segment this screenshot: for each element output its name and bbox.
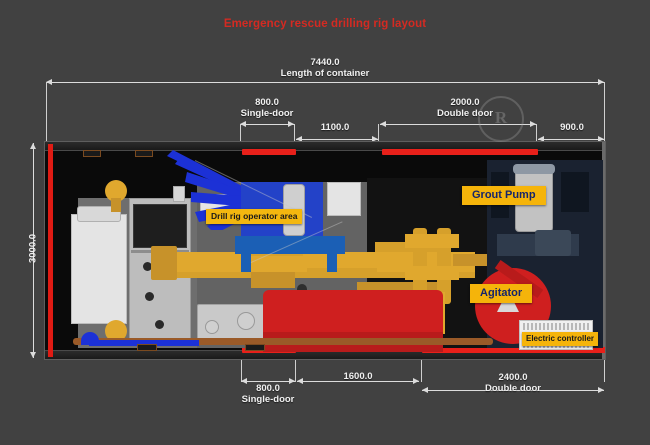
tank-panel-left xyxy=(71,214,127,324)
drill-mast-main xyxy=(155,252,475,274)
bottom-blue-dome xyxy=(81,332,99,345)
bottom-ext-2b xyxy=(421,360,422,382)
frame-bracket-1 xyxy=(83,150,101,157)
drill-carriage-lower xyxy=(251,272,295,288)
drill-rod-guide xyxy=(307,268,377,278)
grout-pump-leg-2 xyxy=(327,250,337,272)
wheel-stem-top-left xyxy=(111,198,121,212)
grout-pump-leg-1 xyxy=(241,250,251,272)
bottom-dim-1-line xyxy=(241,378,295,384)
bottom-ext-1b xyxy=(295,360,296,382)
cabinet-screen-mid xyxy=(133,204,187,248)
bottom-dim-1-text: 800.0 Single-door xyxy=(218,383,318,405)
top-dim-4-text: 900.0 xyxy=(540,122,604,133)
bottom-dim-3-value: 2400.0 xyxy=(498,372,528,383)
electric-controller-strip-top xyxy=(523,323,589,330)
bottom-blue-rail xyxy=(89,340,199,346)
container-top-frame xyxy=(45,142,605,151)
cabinet-knob-2 xyxy=(145,292,154,301)
frame-bracket-3 xyxy=(137,344,157,351)
cabinet-knob-3 xyxy=(155,320,164,329)
bottom-dim-1-label: Single-door xyxy=(241,394,295,405)
bottom-ext-3b xyxy=(604,360,605,382)
height-dimline xyxy=(30,143,36,358)
cabinet-slot-right-2 xyxy=(561,172,589,212)
callout-operator-area[interactable]: Drill rig operator area xyxy=(206,209,303,224)
callout-agitator[interactable]: Agitator xyxy=(470,284,533,303)
container-outline: Drill rig operator area Grout Pump Agita… xyxy=(44,141,606,360)
top-dim-3-line xyxy=(380,121,536,127)
door-left-vertical xyxy=(48,144,53,357)
top-dim-2-value: 1100.0 xyxy=(320,122,350,133)
bottom-dim-2-value: 1600.0 xyxy=(343,371,373,382)
bottom-dim-2-text: 1600.0 xyxy=(323,371,393,382)
bottom-pipe xyxy=(73,338,493,345)
grout-pump-base xyxy=(235,236,345,254)
top-dim-1-line xyxy=(240,121,294,127)
overall-length-value: 7440.0 xyxy=(310,57,340,68)
top-dim-4-line xyxy=(538,136,604,142)
ext-line-right-outer xyxy=(604,82,605,142)
top-ext-3b xyxy=(536,124,537,146)
height-dimension-value: 3000.0 xyxy=(27,233,39,264)
pump-dial-2 xyxy=(237,312,255,330)
top-ext-1a xyxy=(240,124,241,146)
tank-cap-left xyxy=(77,206,121,222)
top-dim-1-value: 800.0 xyxy=(255,97,279,108)
top-dim-1-label: Single-door xyxy=(240,108,294,119)
ext-line-left-outer xyxy=(46,82,47,142)
top-dim-3-text: 2000.0 Double door xyxy=(412,97,518,119)
bottom-dim-3-text: 2400.0 Double door xyxy=(462,372,564,394)
overall-length-dimension: 7440.0 Length of container xyxy=(235,57,415,79)
drill-mast-head xyxy=(151,246,177,280)
motor-drum-cap xyxy=(513,164,555,174)
pump-dial-1 xyxy=(205,320,219,334)
frame-bracket-2 xyxy=(135,150,153,157)
cabinet-knob-1 xyxy=(143,262,152,271)
top-dim-2-text: 1100.0 xyxy=(300,122,370,133)
rotary-head-shaft xyxy=(453,254,487,266)
container-right-edge xyxy=(602,142,605,359)
watermark-logo: R xyxy=(478,96,524,142)
bottom-dim-2-line xyxy=(297,378,419,384)
motor-coil xyxy=(535,230,571,256)
top-dim-3-label: Double door xyxy=(437,108,493,119)
door-bottom-double xyxy=(422,347,605,353)
top-ext-2b xyxy=(378,124,379,142)
rotary-head-cross-mid xyxy=(405,266,459,280)
frame-bracket-4 xyxy=(245,344,265,351)
door-top-single xyxy=(242,149,296,155)
top-dim-4-value: 900.0 xyxy=(560,122,584,133)
door-top-double xyxy=(382,149,538,155)
top-dim-1-text: 800.0 Single-door xyxy=(217,97,317,119)
page-title: Emergency rescue drilling rig layout xyxy=(223,18,427,30)
bottom-dim-1-value: 800.0 xyxy=(256,383,280,394)
bottom-dim-3-line xyxy=(422,387,604,393)
drill-frame-rail xyxy=(357,282,447,290)
wheel-hub-bottom-left xyxy=(105,320,127,342)
overall-length-label: Length of container xyxy=(280,68,370,79)
callout-electric-controller[interactable]: Electric controller xyxy=(522,332,599,346)
cabinet-vent-mid xyxy=(173,186,185,202)
bottom-ext-1a xyxy=(241,360,242,382)
top-ext-1b xyxy=(294,124,295,146)
top-dim-3-value: 2000.0 xyxy=(450,97,480,108)
callout-grout-pump[interactable]: Grout Pump xyxy=(462,186,546,205)
bottom-dim-3-label: Double door xyxy=(485,383,541,394)
overall-length-dimline xyxy=(46,79,604,85)
wheel-hub-top-left xyxy=(105,180,127,202)
operator-panel-right xyxy=(327,182,361,216)
top-dim-2-line xyxy=(296,136,378,142)
rotary-head-cross-top xyxy=(405,234,459,248)
